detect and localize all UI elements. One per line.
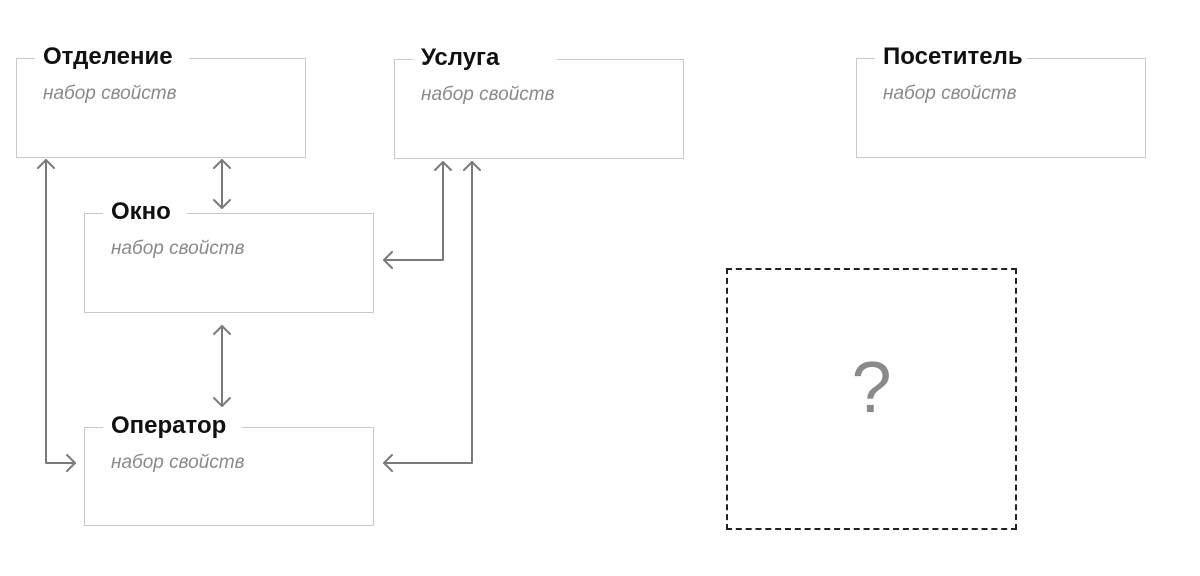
entity-title: Услуга bbox=[413, 44, 558, 72]
entity-subtitle: набор свойств bbox=[111, 452, 245, 473]
entity-window: Окно набор свойств bbox=[84, 198, 374, 313]
entity-operator: Оператор набор свойств bbox=[84, 412, 374, 526]
arrow-service-window bbox=[383, 161, 452, 269]
arrow-service-operator bbox=[383, 161, 481, 472]
entity-title: Посетитель bbox=[875, 43, 1027, 71]
entity-department: Отделение набор свойств bbox=[16, 43, 306, 158]
entity-visitor: Посетитель набор свойств bbox=[856, 43, 1146, 158]
entity-subtitle: набор свойств bbox=[883, 83, 1017, 104]
arrow-department-window bbox=[213, 159, 231, 209]
entity-subtitle: набор свойств bbox=[111, 238, 245, 259]
entity-subtitle: набор свойств bbox=[43, 83, 177, 104]
entity-title: Окно bbox=[103, 198, 187, 226]
entity-title: Отделение bbox=[35, 43, 189, 71]
entity-subtitle: набор свойств bbox=[421, 84, 555, 105]
arrow-window-operator bbox=[213, 325, 231, 407]
entity-title: Оператор bbox=[103, 412, 243, 440]
entity-service: Услуга набор свойств bbox=[394, 44, 684, 159]
unknown-entity-box: ? bbox=[726, 268, 1017, 530]
question-mark: ? bbox=[851, 348, 892, 428]
arrow-department-operator bbox=[37, 159, 76, 472]
